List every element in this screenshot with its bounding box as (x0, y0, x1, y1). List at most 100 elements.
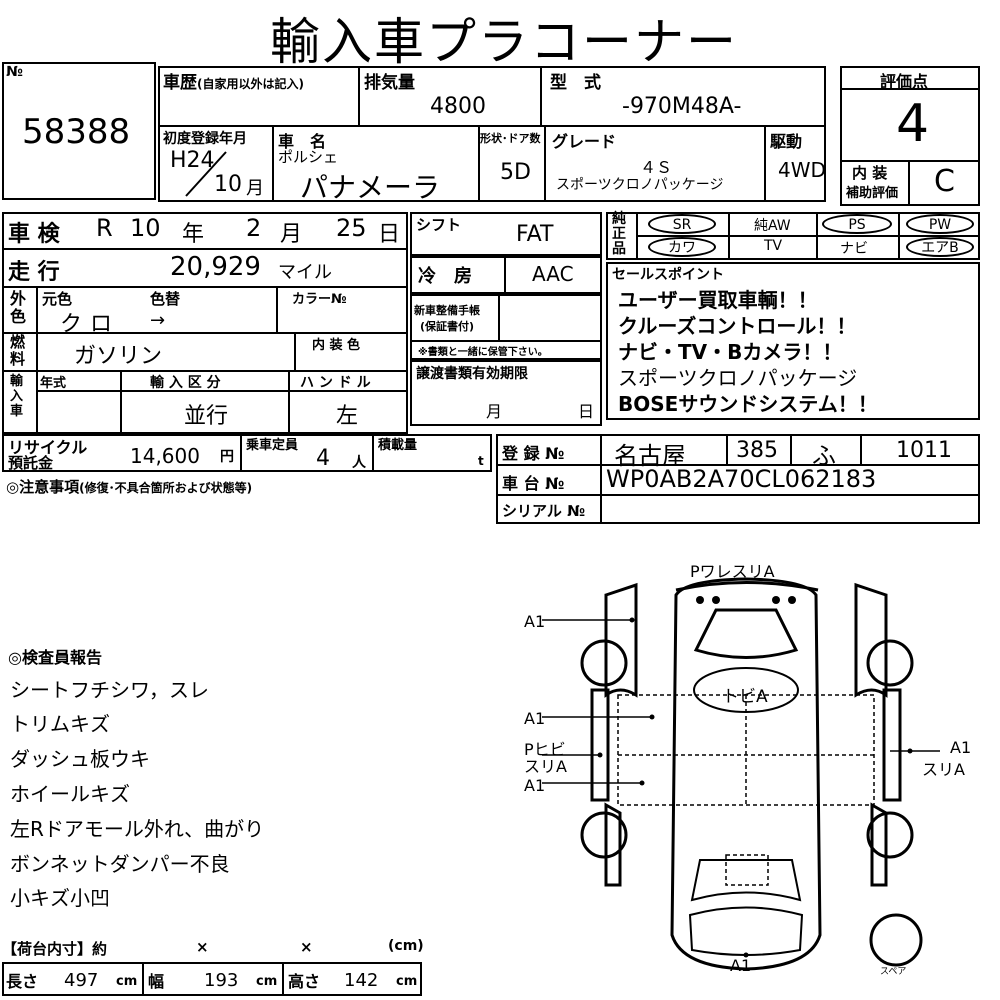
manual-label-2: (保証書付) (420, 320, 475, 333)
load-unit: t (478, 454, 484, 468)
sales-item: ユーザー買取車輌！！ (618, 288, 818, 312)
color-orig-label: 元色 (42, 290, 73, 308)
inspection-day-unit: 日 (378, 222, 401, 247)
inspector-item: 小キズ小凹 (10, 886, 110, 910)
inspection-year-unit: 年 (182, 222, 205, 247)
serial-label: シリアル № (502, 502, 586, 520)
width-value: 193 (204, 970, 239, 991)
height-unit: cm (396, 974, 418, 989)
height-label: 高さ (288, 972, 321, 991)
diagram-roof-label: トビA (722, 687, 768, 707)
color-side-label: 外色 (10, 289, 27, 326)
color-orig-value: クロ (60, 312, 121, 337)
equip-alloy: 純AW (754, 218, 791, 234)
load-label: 積載量 (378, 438, 418, 453)
chassis-label: 車 台 № (502, 474, 565, 493)
width-unit: cm (256, 974, 278, 989)
import-class-label: 輸 入 区 分 (150, 375, 221, 391)
diagram-left-a1-bot: A1 (524, 776, 546, 795)
color-code-label: カラー№ (292, 292, 347, 307)
info-block (158, 66, 826, 202)
length-label: 長さ (6, 972, 39, 991)
drive-label: 駆動 (770, 132, 803, 151)
inspection-label: 車 検 (8, 222, 60, 247)
first-reg-era: H24 (170, 148, 215, 173)
inspector-item: ボンネットダンパー不良 (10, 852, 230, 876)
transfer-day-unit: 日 (578, 402, 595, 421)
transfer-box (410, 360, 602, 426)
diagram-rear-label: PワレスリA (690, 562, 775, 581)
inspection-month-unit: 月 (280, 222, 303, 247)
mileage-label: 走 行 (8, 260, 60, 285)
rating-value: 4 (896, 94, 930, 154)
shift-label: シフト (416, 216, 462, 234)
inspector-item: ホイールキズ (10, 782, 130, 806)
inspection-month: 2 (246, 214, 262, 242)
car-name-label: 車 名 (278, 132, 327, 151)
registration-area: 名古屋 (614, 442, 686, 470)
rating-box (840, 66, 980, 206)
manual-box (410, 294, 602, 360)
drive-value: 4WD (778, 158, 826, 182)
capacity-value: 4 (316, 446, 330, 471)
recycle-box (2, 434, 492, 472)
import-side-label: 輸入車 (10, 374, 24, 419)
inspector-label: ◎検査員報告 (8, 648, 102, 667)
caution-label: ◎注意事項(修復･不具合箇所および状態等) (6, 478, 253, 496)
car-name: パナメーラ (300, 171, 441, 204)
color-change-label: 色替 (150, 290, 181, 308)
sales-label: セールスポイント (612, 267, 724, 283)
diagram-spare: スペア (880, 967, 907, 977)
first-reg-month-unit: 月 (246, 178, 264, 199)
manual-label-1: 新車整備手帳 (414, 304, 480, 317)
dims-box (2, 962, 422, 996)
sales-item: クルーズコントロール！！ (618, 314, 857, 338)
mileage-value: 20,929 (170, 252, 261, 282)
equip-ps: PS (822, 214, 892, 234)
sales-item: スポーツクロノパッケージ (618, 366, 858, 390)
car-maker: ポルシェ (278, 148, 339, 166)
first-reg-label: 初度登録年月 (163, 131, 247, 147)
registration-box (496, 434, 980, 524)
equip-airbag: エアB (906, 237, 974, 257)
interior-label-1: 内 装 (852, 164, 888, 182)
model-label: 型 式 (550, 73, 601, 93)
grade-line1: ４Ｓ (640, 158, 673, 177)
width-label: 幅 (148, 972, 165, 991)
diagram-left-p1: Pヒビ (524, 740, 566, 759)
fuel-label: 燃料 (10, 333, 26, 368)
rating-label: 評価点 (880, 72, 929, 91)
diagram-right-2: スリA (922, 760, 965, 779)
first-reg-month: 10 (214, 172, 242, 197)
inspection-era: R (96, 214, 113, 242)
mileage-unit: マイル (278, 262, 332, 283)
ac-box (410, 256, 602, 294)
inspector-item: ダッシュ板ウキ (10, 747, 150, 771)
cargo-x2: × (300, 938, 313, 956)
shape-label: 形状･ドア数 (480, 132, 541, 145)
fuel-value: ガソリン (74, 344, 163, 369)
diagram-left-a1-top: A1 (524, 612, 546, 631)
equip-sr: SR (648, 214, 716, 234)
ac-value: AAC (532, 262, 574, 286)
shape-value: 5D (500, 160, 531, 185)
equip-navi: ナビ (840, 241, 868, 257)
history-label: 車歴(自家用以外は記入) (163, 73, 304, 93)
equip-tv: TV (764, 238, 783, 254)
inspection-day: 25 (336, 214, 367, 242)
registration-number: 1011 (896, 438, 952, 463)
car-diagram (542, 577, 940, 971)
equipment-label: 純正品 (612, 211, 626, 257)
interior-label-2: 補助評価 (846, 186, 899, 201)
inspector-item: シートフチシワ，スレ (10, 678, 209, 702)
inspection-year: 10 (130, 214, 161, 242)
displacement-value: 4800 (430, 94, 486, 119)
registration-class: 385 (736, 438, 778, 463)
import-year-label: 年式 (40, 376, 67, 391)
diagram-front-label: A1 (730, 956, 752, 975)
equip-pw: PW (906, 214, 974, 234)
page-title: 輸入車プラコーナー (270, 13, 738, 71)
model-value: -970M48A- (622, 94, 742, 119)
registration-kana: ふ (812, 442, 836, 470)
displacement-label: 排気量 (364, 73, 415, 93)
